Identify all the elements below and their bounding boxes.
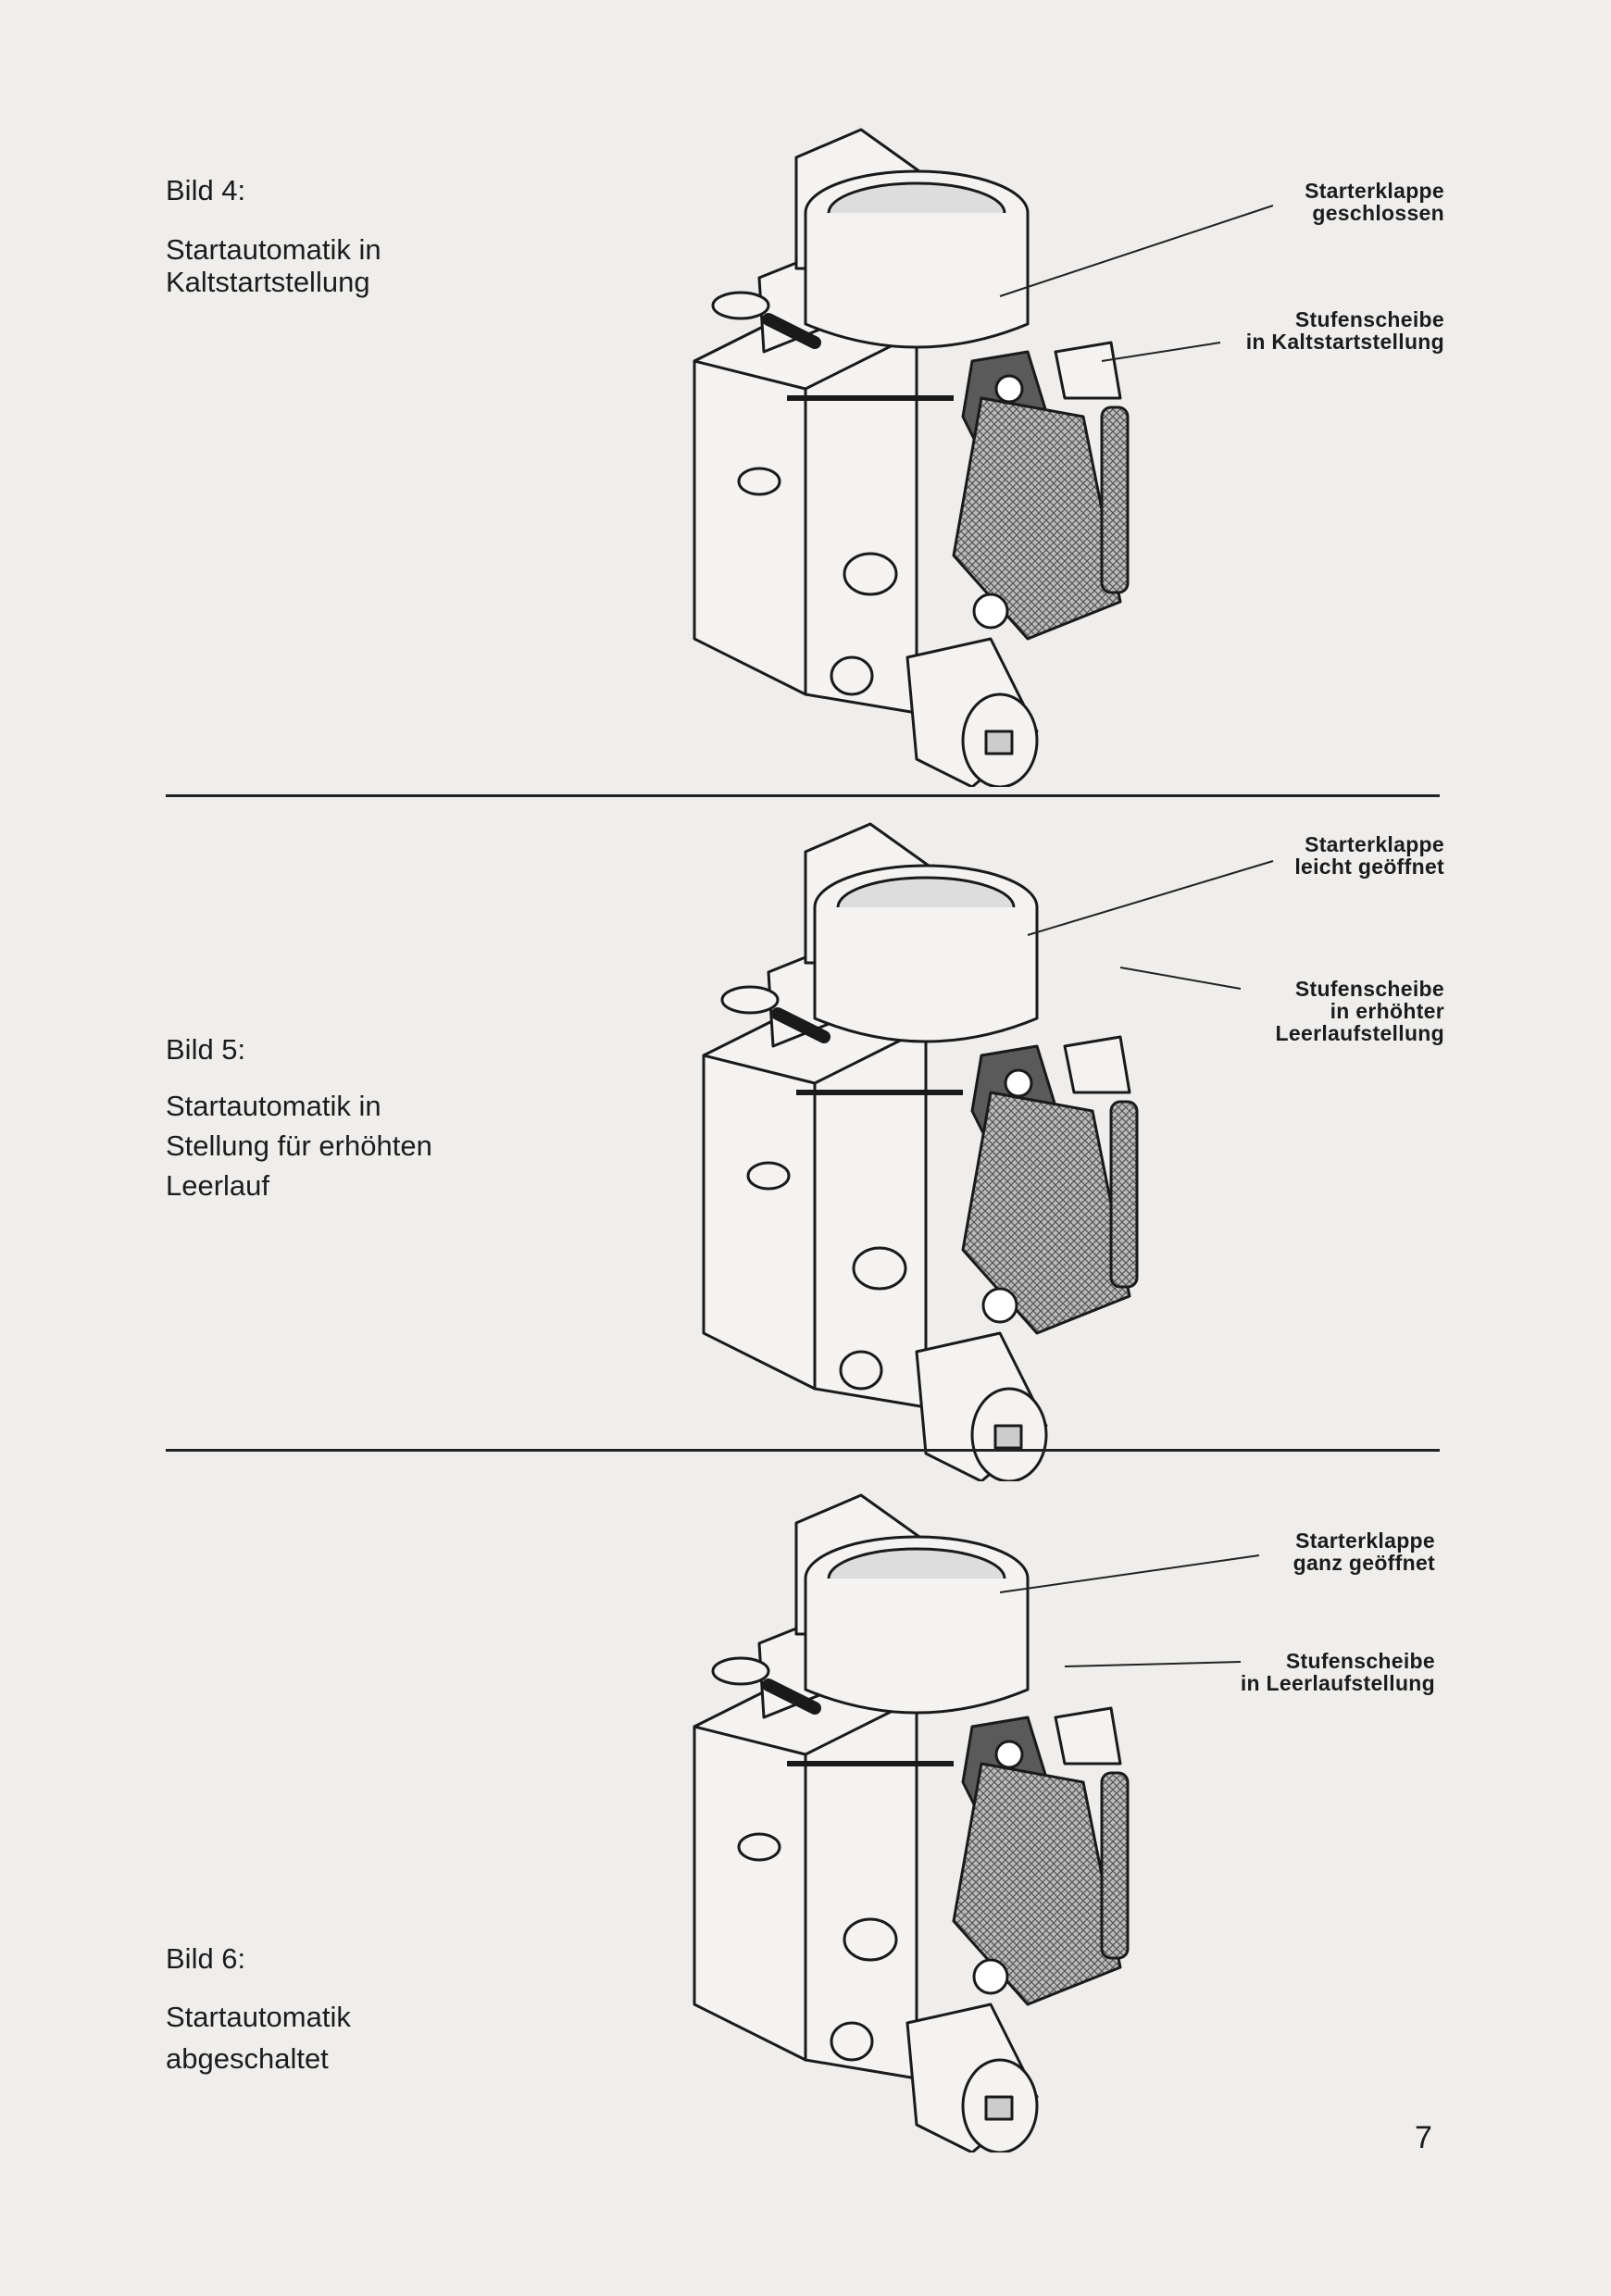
label-line: leicht geöffnet: [1294, 855, 1444, 879]
label-line: Stufenscheibe: [1294, 977, 1444, 1001]
label-line: in Leerlaufstellung: [1240, 1671, 1435, 1695]
figure-4-caption-line-1: Startautomatik in: [166, 233, 381, 266]
figure-5-caption-line-3: Leerlauf: [166, 1169, 270, 1202]
label-step-cam-cold-start: Stufenscheibe in Kaltstartstellung: [1055, 308, 1444, 353]
label-line: Leerlaufstellung: [1275, 1021, 1444, 1045]
label-choke-fully-open: Starterklappe ganz geöffnet: [1046, 1529, 1435, 1574]
label-line: in Kaltstartstellung: [1245, 330, 1444, 354]
label-choke-slightly-open: Starterklappe leicht geöffnet: [1055, 833, 1444, 878]
label-line: ganz geöffnet: [1293, 1551, 1435, 1575]
label-line: Stufenscheibe: [1285, 1649, 1435, 1673]
figure-6-caption-line-2: abgeschaltet: [166, 2042, 329, 2075]
label-line: Starterklappe: [1295, 1529, 1435, 1553]
figure-4-title: Bild 4:: [166, 174, 246, 206]
label-line: geschlossen: [1312, 201, 1444, 225]
label-line: Stufenscheibe: [1294, 307, 1444, 331]
figure-6-title: Bild 6:: [166, 1942, 246, 1975]
figure-5-caption-line-2: Stellung für erhöhten: [166, 1129, 432, 1162]
figure-5-caption-line-1: Startautomatik in: [166, 1090, 381, 1122]
label-line: Starterklappe: [1305, 179, 1444, 203]
divider: [166, 1449, 1440, 1452]
figure-6-caption-line-1: Startautomatik: [166, 2001, 351, 2033]
label-step-cam-idle: Stufenscheibe in Leerlaufstellung: [1046, 1650, 1435, 1694]
label-step-cam-fast-idle: Stufenscheibe in erhöhter Leerlaufstellu…: [1055, 978, 1444, 1044]
figure-4-caption-line-2: Kaltstartstellung: [166, 266, 370, 298]
label-line: Starterklappe: [1305, 832, 1444, 856]
divider: [166, 794, 1440, 797]
label-line: in erhöhter: [1330, 999, 1444, 1023]
page-number: 7: [1415, 2120, 1432, 2155]
figure-5-title: Bild 5:: [166, 1033, 246, 1066]
label-choke-closed: Starterklappe geschlossen: [1055, 180, 1444, 224]
